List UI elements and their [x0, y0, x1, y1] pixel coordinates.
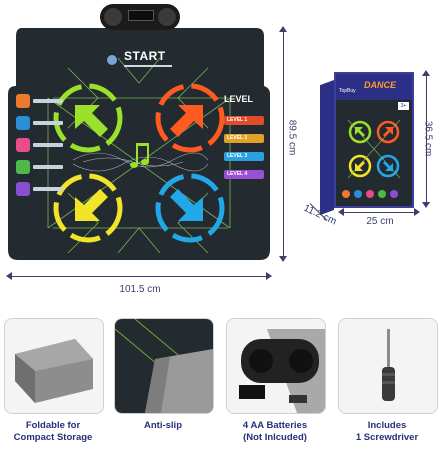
box-age-badge: 3+	[398, 102, 409, 110]
feature-antislip-caption: Anti-slip	[144, 420, 182, 431]
game-icon	[16, 160, 30, 174]
hand-icon	[16, 116, 30, 130]
box-bottom-icons	[342, 190, 406, 200]
feature-antislip-image	[114, 318, 214, 414]
feature-foldable-image	[4, 318, 104, 414]
feature-screwdriver-image	[338, 318, 438, 414]
feature-batteries-caption: 4 AA Batteries (Not Inlcuded)	[242, 420, 308, 443]
mat-width-arrow-left	[6, 272, 12, 280]
box-height-arrow-top	[422, 70, 430, 76]
box-title: DANCE	[364, 80, 397, 90]
level-2: LEVEL 2	[224, 134, 264, 143]
dance-mat: START LEVEL LEVEL 1 LEVEL 2 LEVEL 3 LEVE…	[8, 4, 270, 260]
start-label: START	[124, 49, 166, 63]
box-height-label: 36.5 cm	[422, 120, 434, 157]
feature-foldable-caption: Foldable for Compact Storage	[13, 420, 93, 443]
product-box: TopBuy DANCE 3+	[320, 72, 416, 216]
box-width-arrow-left	[338, 208, 344, 216]
mat-height-arrow-top	[279, 26, 287, 32]
level-1: LEVEL 1	[224, 116, 264, 125]
box-width-label: 25 cm	[366, 216, 394, 227]
music-icon	[16, 94, 30, 108]
mat-width-label: 101.5 cm	[119, 284, 161, 295]
feature-screwdriver-caption: Includes 1 Screwdriver	[355, 420, 419, 443]
box-width-arrow	[340, 212, 418, 213]
box-front: TopBuy DANCE 3+	[334, 72, 414, 208]
box-width-arrow-right	[414, 208, 420, 216]
box-brand: TopBuy	[339, 88, 356, 94]
level-header: LEVEL	[224, 94, 254, 104]
feature-batteries-image	[226, 318, 326, 414]
bluetooth-icon	[16, 182, 30, 196]
box-side	[320, 80, 334, 216]
mat-left-icons	[16, 94, 66, 214]
controller-right-button	[158, 8, 176, 26]
mat-width-arrow	[8, 276, 270, 277]
mat-height-arrow-bottom	[279, 256, 287, 262]
level-4: LEVEL 4	[224, 170, 264, 179]
controller-left-button	[104, 8, 122, 26]
start-underline	[124, 65, 172, 67]
controller	[100, 4, 180, 30]
mat-width-arrow-right	[266, 272, 272, 280]
mat-height-arrow	[283, 28, 284, 260]
rhythm-icon	[16, 138, 30, 152]
box-mat-graphic	[347, 119, 401, 179]
box-height-arrow-bottom	[422, 202, 430, 208]
controller-screen	[128, 10, 154, 21]
box-height-arrow	[426, 72, 427, 206]
level-3: LEVEL 3	[224, 152, 264, 161]
box-top-band	[336, 74, 412, 100]
level-panel: LEVEL LEVEL 1 LEVEL 2 LEVEL 3 LEVEL 4	[224, 94, 268, 194]
mat-height-label: 89.5 cm	[286, 119, 298, 156]
